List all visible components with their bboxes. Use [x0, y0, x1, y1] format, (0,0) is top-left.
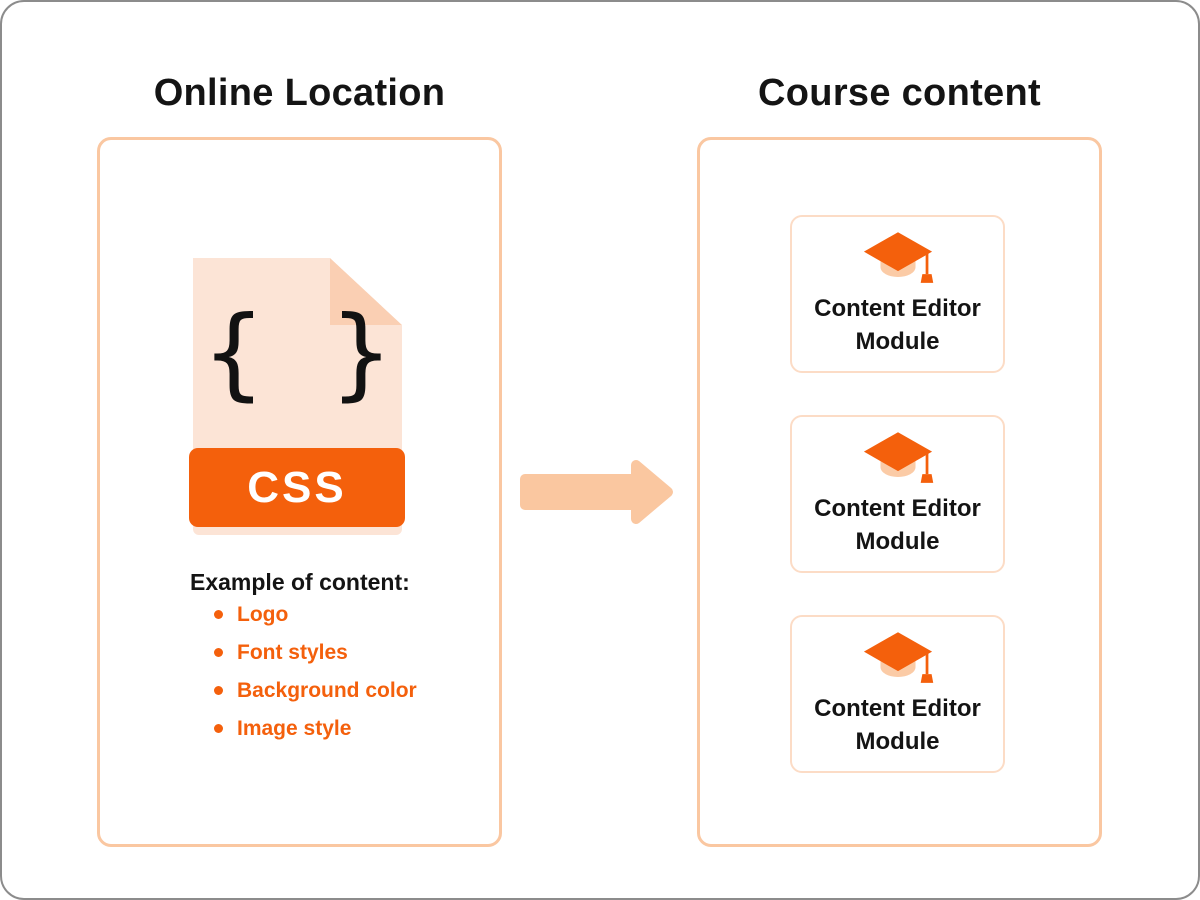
- online-location-panel: { } CSS Example of content: Logo Font st…: [97, 137, 502, 847]
- example-content-list: Logo Font styles Background color Image …: [192, 602, 417, 754]
- list-item: Image style: [192, 716, 417, 741]
- right-arrow-icon: [520, 460, 673, 524]
- list-item: Background color: [192, 678, 417, 703]
- bullet-dot-icon: [214, 724, 223, 733]
- module-label: Content Editor Module: [814, 495, 981, 556]
- course-content-title: Course content: [758, 72, 1041, 114]
- bullet-dot-icon: [214, 686, 223, 695]
- brace-close: }: [329, 294, 394, 411]
- css-file-label: CSS: [247, 462, 347, 512]
- list-item: Logo: [192, 602, 417, 627]
- css-file-label-band: CSS: [189, 448, 405, 527]
- list-item-label: Font styles: [237, 640, 348, 664]
- example-content-heading: Example of content:: [190, 569, 410, 595]
- content-editor-module-card: Content Editor Module: [790, 615, 1005, 773]
- module-label: Content Editor Module: [814, 295, 981, 356]
- graduation-cap-icon: [863, 432, 933, 483]
- content-editor-module-card: Content Editor Module: [790, 415, 1005, 573]
- list-item: Font styles: [192, 640, 417, 665]
- graduation-cap-icon: [863, 232, 933, 283]
- list-item-label: Logo: [237, 602, 289, 626]
- course-content-panel: Content Editor Module Content Editor Mod…: [697, 137, 1102, 847]
- bullet-dot-icon: [214, 610, 223, 619]
- curly-braces-glyph: { }: [193, 298, 402, 408]
- graduation-cap-icon: [863, 632, 933, 683]
- list-item-label: Image style: [237, 716, 352, 740]
- module-label: Content Editor Module: [814, 695, 981, 756]
- brace-open: {: [201, 294, 266, 411]
- bullet-dot-icon: [214, 648, 223, 657]
- list-item-label: Background color: [237, 678, 417, 702]
- content-editor-module-card: Content Editor Module: [790, 215, 1005, 373]
- online-location-title: Online Location: [153, 72, 446, 114]
